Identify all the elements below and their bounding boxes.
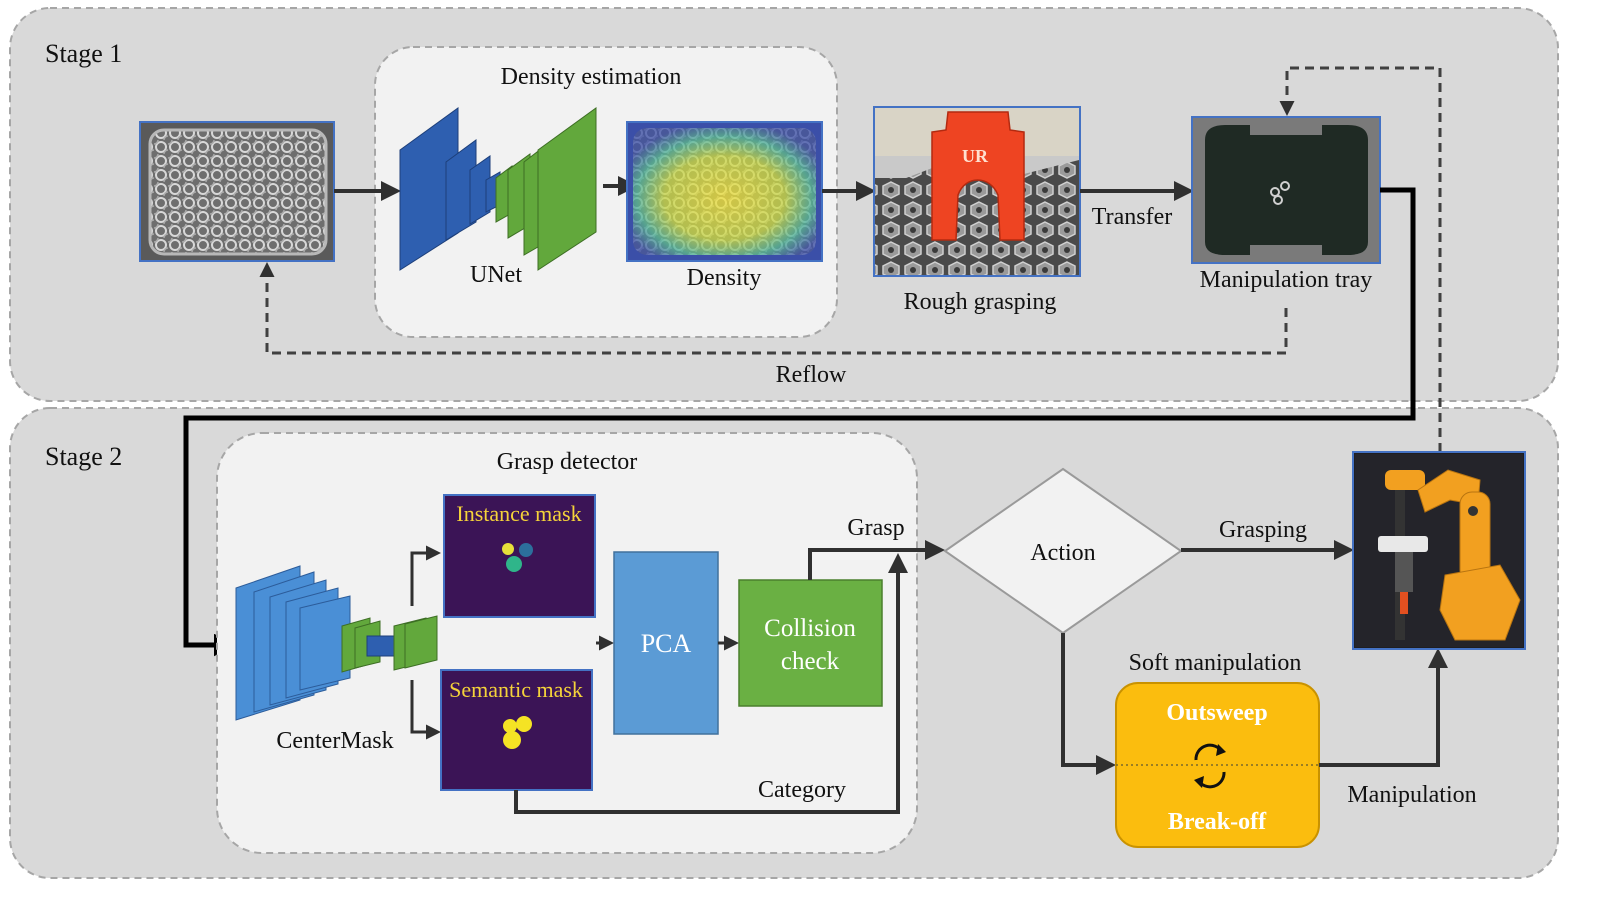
- manipulation-tray-image: [1191, 116, 1381, 264]
- centermask-network: [235, 565, 438, 721]
- semantic-mask-label: Semantic mask: [449, 677, 583, 702]
- arrow-action-to-soft: [1061, 633, 1116, 775]
- pca-label: PCA: [641, 629, 692, 658]
- manipulation-label: Manipulation: [1347, 782, 1476, 808]
- arrow-to-semantic-mask: [410, 680, 441, 740]
- grasp-label: Grasp: [847, 515, 904, 541]
- unet-label: UNet: [470, 262, 522, 288]
- rough-grasping-image: UR: [873, 106, 1081, 277]
- outsweep-label: Outsweep: [1166, 700, 1267, 726]
- category-label: Category: [758, 777, 846, 803]
- input-bin-image: [139, 121, 335, 262]
- density-label: Density: [687, 265, 762, 291]
- stage2-label: Stage 2: [45, 442, 122, 471]
- transfer-label: Transfer: [1092, 204, 1172, 230]
- breakoff-label: Break-off: [1168, 809, 1267, 835]
- grasping-label: Grasping: [1219, 517, 1307, 543]
- rough-grasping-label: Rough grasping: [904, 289, 1057, 315]
- soft-manipulation-title: Soft manipulation: [1129, 650, 1302, 676]
- density-map-image: [626, 121, 823, 262]
- grasp-detector-title: Grasp detector: [497, 449, 638, 475]
- action-label: Action: [1030, 540, 1095, 566]
- arrow-to-instance-mask: [410, 545, 441, 606]
- centermask-label: CenterMask: [276, 728, 393, 754]
- instance-mask-panel: [443, 494, 596, 618]
- refresh-cycle-icon: [1194, 743, 1226, 789]
- pca-box: [613, 551, 719, 735]
- instance-mask-label: Instance mask: [456, 501, 581, 526]
- unet-network: [399, 107, 597, 271]
- collision-check-line1: Collision: [764, 615, 856, 642]
- arrow-manipulation-to-robot: [1319, 648, 1448, 767]
- reflow-dashed-line: [259, 262, 1288, 355]
- manipulation-tray-label: Manipulation tray: [1200, 267, 1373, 293]
- ur-logo: UR: [962, 146, 989, 166]
- semantic-mask-panel: [440, 669, 593, 791]
- tray-to-centermask-line: [183, 187, 1416, 657]
- stage1-label: Stage 1: [45, 39, 122, 68]
- grasp-detector-box: [216, 432, 918, 854]
- collision-check-line2: check: [781, 648, 840, 675]
- collision-check-box: [738, 579, 883, 707]
- arrow-grasp-to-action: [808, 540, 945, 580]
- reflow-label: Reflow: [776, 362, 847, 388]
- robot-to-tray-dashed-line: [1279, 66, 1442, 452]
- robot-arm-image: [1352, 451, 1526, 650]
- density-estimation-title: Density estimation: [501, 64, 682, 90]
- category-line: [514, 553, 908, 814]
